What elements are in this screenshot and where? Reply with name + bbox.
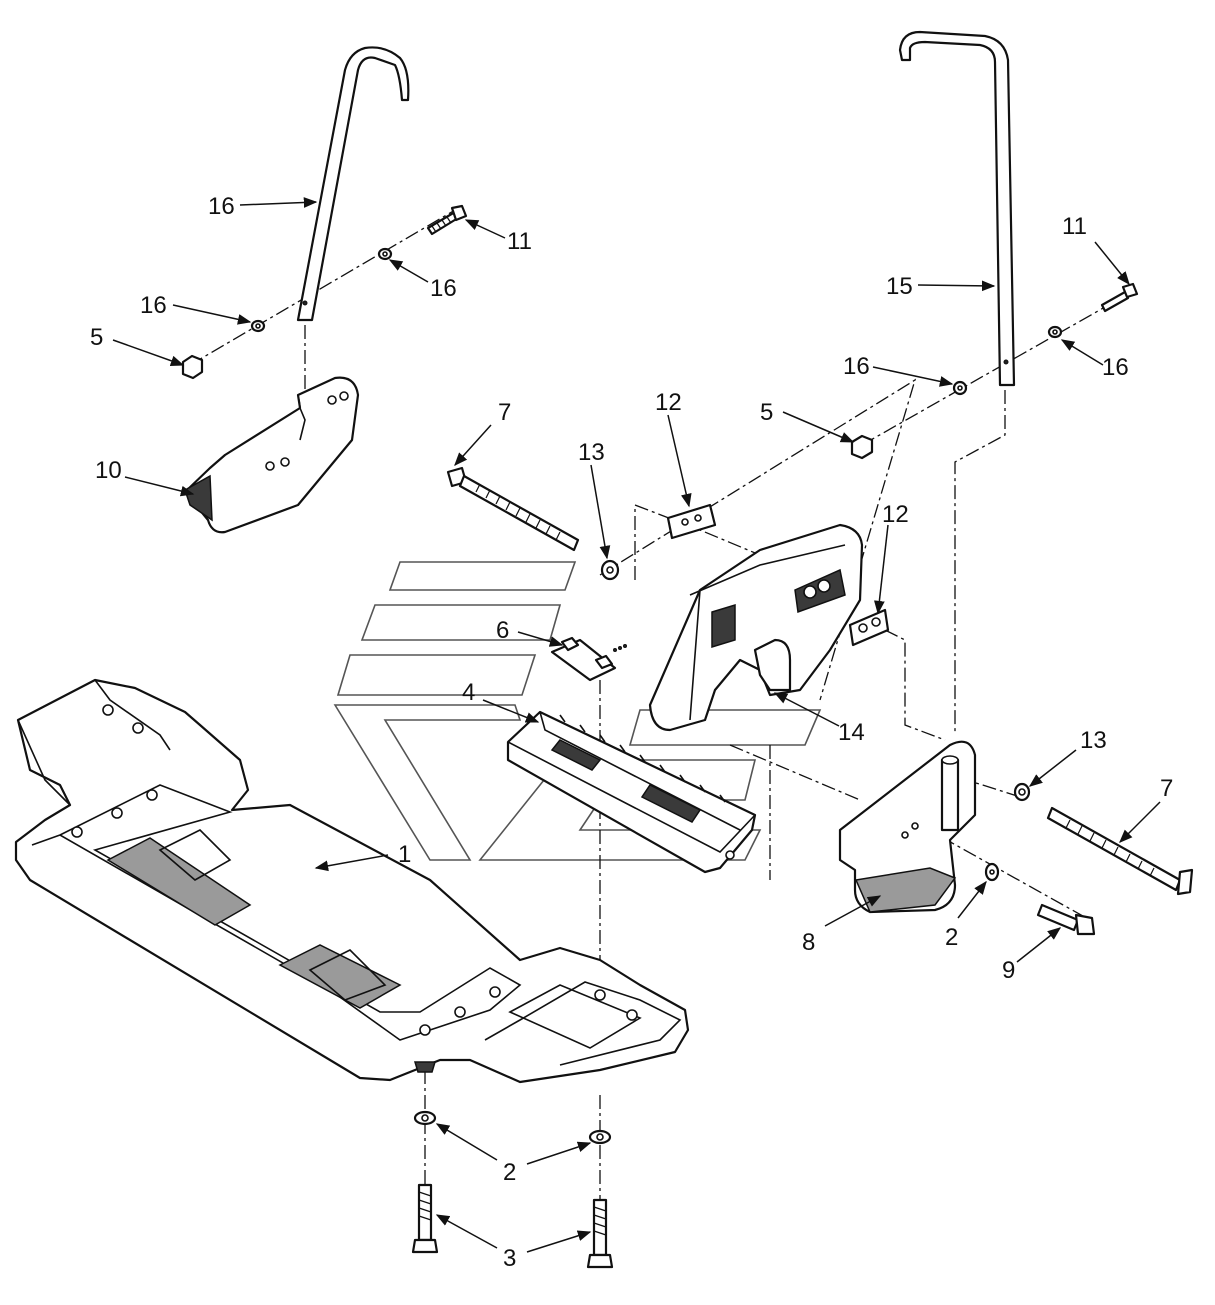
callout-11-left: 11: [507, 228, 532, 255]
serrated-channel: [506, 710, 757, 874]
callout-12-upper: 12: [655, 389, 682, 416]
callout-14: 14: [838, 719, 865, 746]
callout-1: 1: [398, 841, 411, 868]
callout-12-lower: 12: [882, 501, 909, 528]
callout-13-left: 13: [578, 439, 605, 466]
bolt-3-left: [411, 1183, 439, 1254]
callout-9: 9: [1002, 957, 1015, 984]
washer-16-right-b: [952, 380, 968, 396]
washer-16-left-a: [377, 247, 393, 261]
callout-6: 6: [496, 617, 509, 644]
bolt-11-left: [426, 204, 468, 236]
plate-upper: [666, 503, 717, 540]
callout-15-left: 16: [208, 193, 235, 220]
washer-2-bottom-right: [588, 1129, 612, 1145]
callout-11-right: 11: [1062, 213, 1087, 240]
base-pan: [14, 678, 690, 1084]
bolt-7-left: [446, 466, 580, 552]
callout-13-right: 13: [1080, 727, 1107, 754]
callout-8: 8: [802, 929, 815, 956]
callout-2-right: 2: [945, 924, 958, 951]
callout-labels: 16 11 16 16 5 10 11 15 16 16 5 7 13 12 1…: [90, 193, 1173, 1272]
leader-arrows: [112, 197, 1161, 1253]
callout-15-right: 15: [886, 273, 913, 300]
washer-13-left: [600, 559, 620, 581]
callout-16-right-a: 16: [1102, 354, 1129, 381]
step-bracket-right: [838, 740, 977, 914]
washer-13-right: [1013, 782, 1031, 802]
bolt-11-right: [1100, 282, 1139, 313]
console-body: [648, 523, 864, 732]
callout-16-right-b: 16: [843, 353, 870, 380]
callout-16-left-b: 16: [430, 275, 457, 302]
callout-16-left-c: 16: [140, 292, 167, 319]
callout-10: 10: [95, 457, 122, 484]
callout-7-right: 7: [1160, 775, 1173, 802]
bolt-7-right: [1046, 806, 1194, 896]
handle-rod-right: [898, 30, 1016, 387]
callout-2-bottom: 2: [503, 1159, 516, 1186]
washer-2-bottom-left: [413, 1110, 437, 1126]
bolt-9: [1036, 903, 1096, 936]
callout-7-left: 7: [498, 399, 511, 426]
callout-3: 3: [503, 1245, 516, 1272]
callout-5-right: 5: [760, 399, 773, 426]
nut-plate: [550, 636, 627, 682]
washer-2-right: [984, 862, 1000, 882]
nut-5-right: [850, 434, 874, 460]
washer-16-left-b: [250, 319, 266, 333]
nut-5-left: [181, 354, 204, 380]
plate-lower: [848, 608, 890, 647]
bolt-3-right: [586, 1198, 614, 1269]
callout-5-left: 5: [90, 324, 103, 351]
bracket-left: [183, 376, 360, 534]
handle-rod-left: [296, 46, 410, 322]
callout-4: 4: [462, 679, 475, 706]
washer-16-right-a: [1047, 325, 1063, 339]
